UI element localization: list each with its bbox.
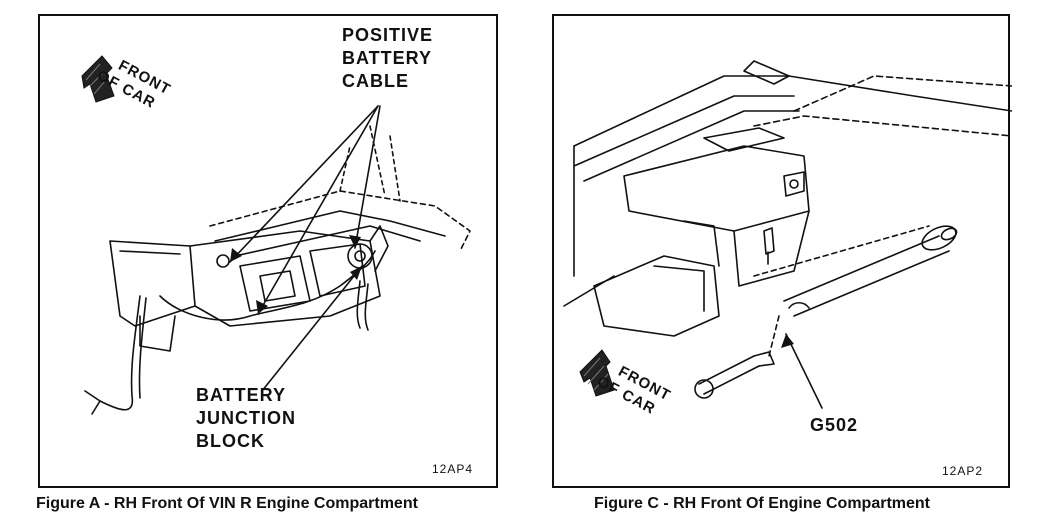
figure-a-panel: FRONT OF CAR POSITIVE BATTERY CABLE BATT… bbox=[38, 14, 498, 488]
battery-junction-block-callout: BATTERY JUNCTION BLOCK bbox=[196, 384, 296, 453]
figure-c-drawing bbox=[563, 60, 1012, 409]
callout-line: BATTERY bbox=[196, 385, 286, 405]
callout-line: BLOCK bbox=[196, 431, 265, 451]
front-arrow-icon bbox=[81, 55, 115, 103]
figure-c-caption: Figure C - RH Front Of Engine Compartmen… bbox=[594, 495, 930, 512]
callout-line: JUNCTION bbox=[196, 408, 297, 428]
figure-code: 12AP2 bbox=[942, 464, 984, 478]
figure-code: 12AP4 bbox=[432, 462, 474, 476]
callout-line: BATTERY bbox=[342, 48, 432, 68]
front-arrow-icon bbox=[579, 349, 615, 397]
figure-a-caption: Figure A - RH Front Of VIN R Engine Comp… bbox=[36, 495, 418, 512]
g502-callout: G502 bbox=[810, 415, 859, 435]
positive-battery-cable-callout: POSITIVE BATTERY CABLE bbox=[342, 24, 433, 93]
figure-c-panel: FRONT OF CAR G502 12AP2 bbox=[552, 14, 1012, 488]
callout-line: POSITIVE bbox=[342, 25, 434, 45]
callout-line: CABLE bbox=[342, 71, 409, 91]
figure-a-drawing bbox=[81, 55, 471, 415]
